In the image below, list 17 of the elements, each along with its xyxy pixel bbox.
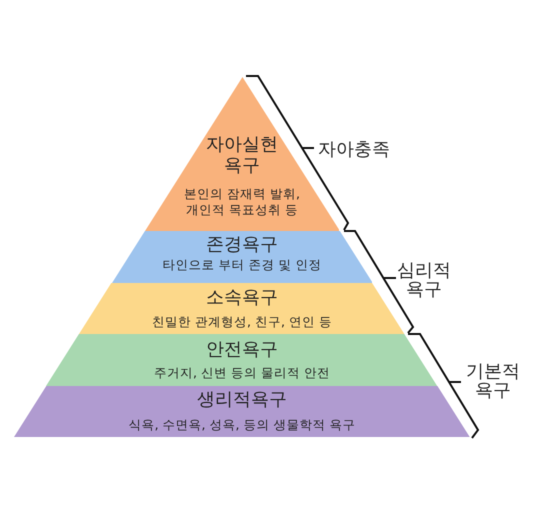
bracket-label: 심리적 욕구 <box>396 261 452 299</box>
bracket-label: 기본적 욕구 <box>466 362 520 400</box>
level-title: 안전욕구 <box>205 339 278 360</box>
level-title: 생리적욕구 <box>196 389 288 410</box>
level-title: 자아실현 욕구 <box>205 134 278 176</box>
pyramid-level <box>14 386 470 437</box>
level-description: 주거지, 신변 등의 물리적 안전 <box>153 365 330 381</box>
level-description: 식욕, 수면욕, 성욕, 등의 생물학적 욕구 <box>128 417 356 433</box>
level-description: 타인으로 부터 존경 및 인정 <box>162 257 322 273</box>
level-description: 본인의 잠재력 발휘, 개인적 목표성취 등 <box>183 186 300 218</box>
level-title: 존경욕구 <box>205 234 278 255</box>
bracket-label: 자아충족 <box>318 140 390 159</box>
level-title: 소속욕구 <box>205 287 278 308</box>
pyramid-level <box>46 334 438 386</box>
pyramid-level <box>79 283 405 334</box>
level-description: 친밀한 관계형성, 친구, 연인 등 <box>151 314 332 330</box>
pyramid-level <box>112 231 372 283</box>
